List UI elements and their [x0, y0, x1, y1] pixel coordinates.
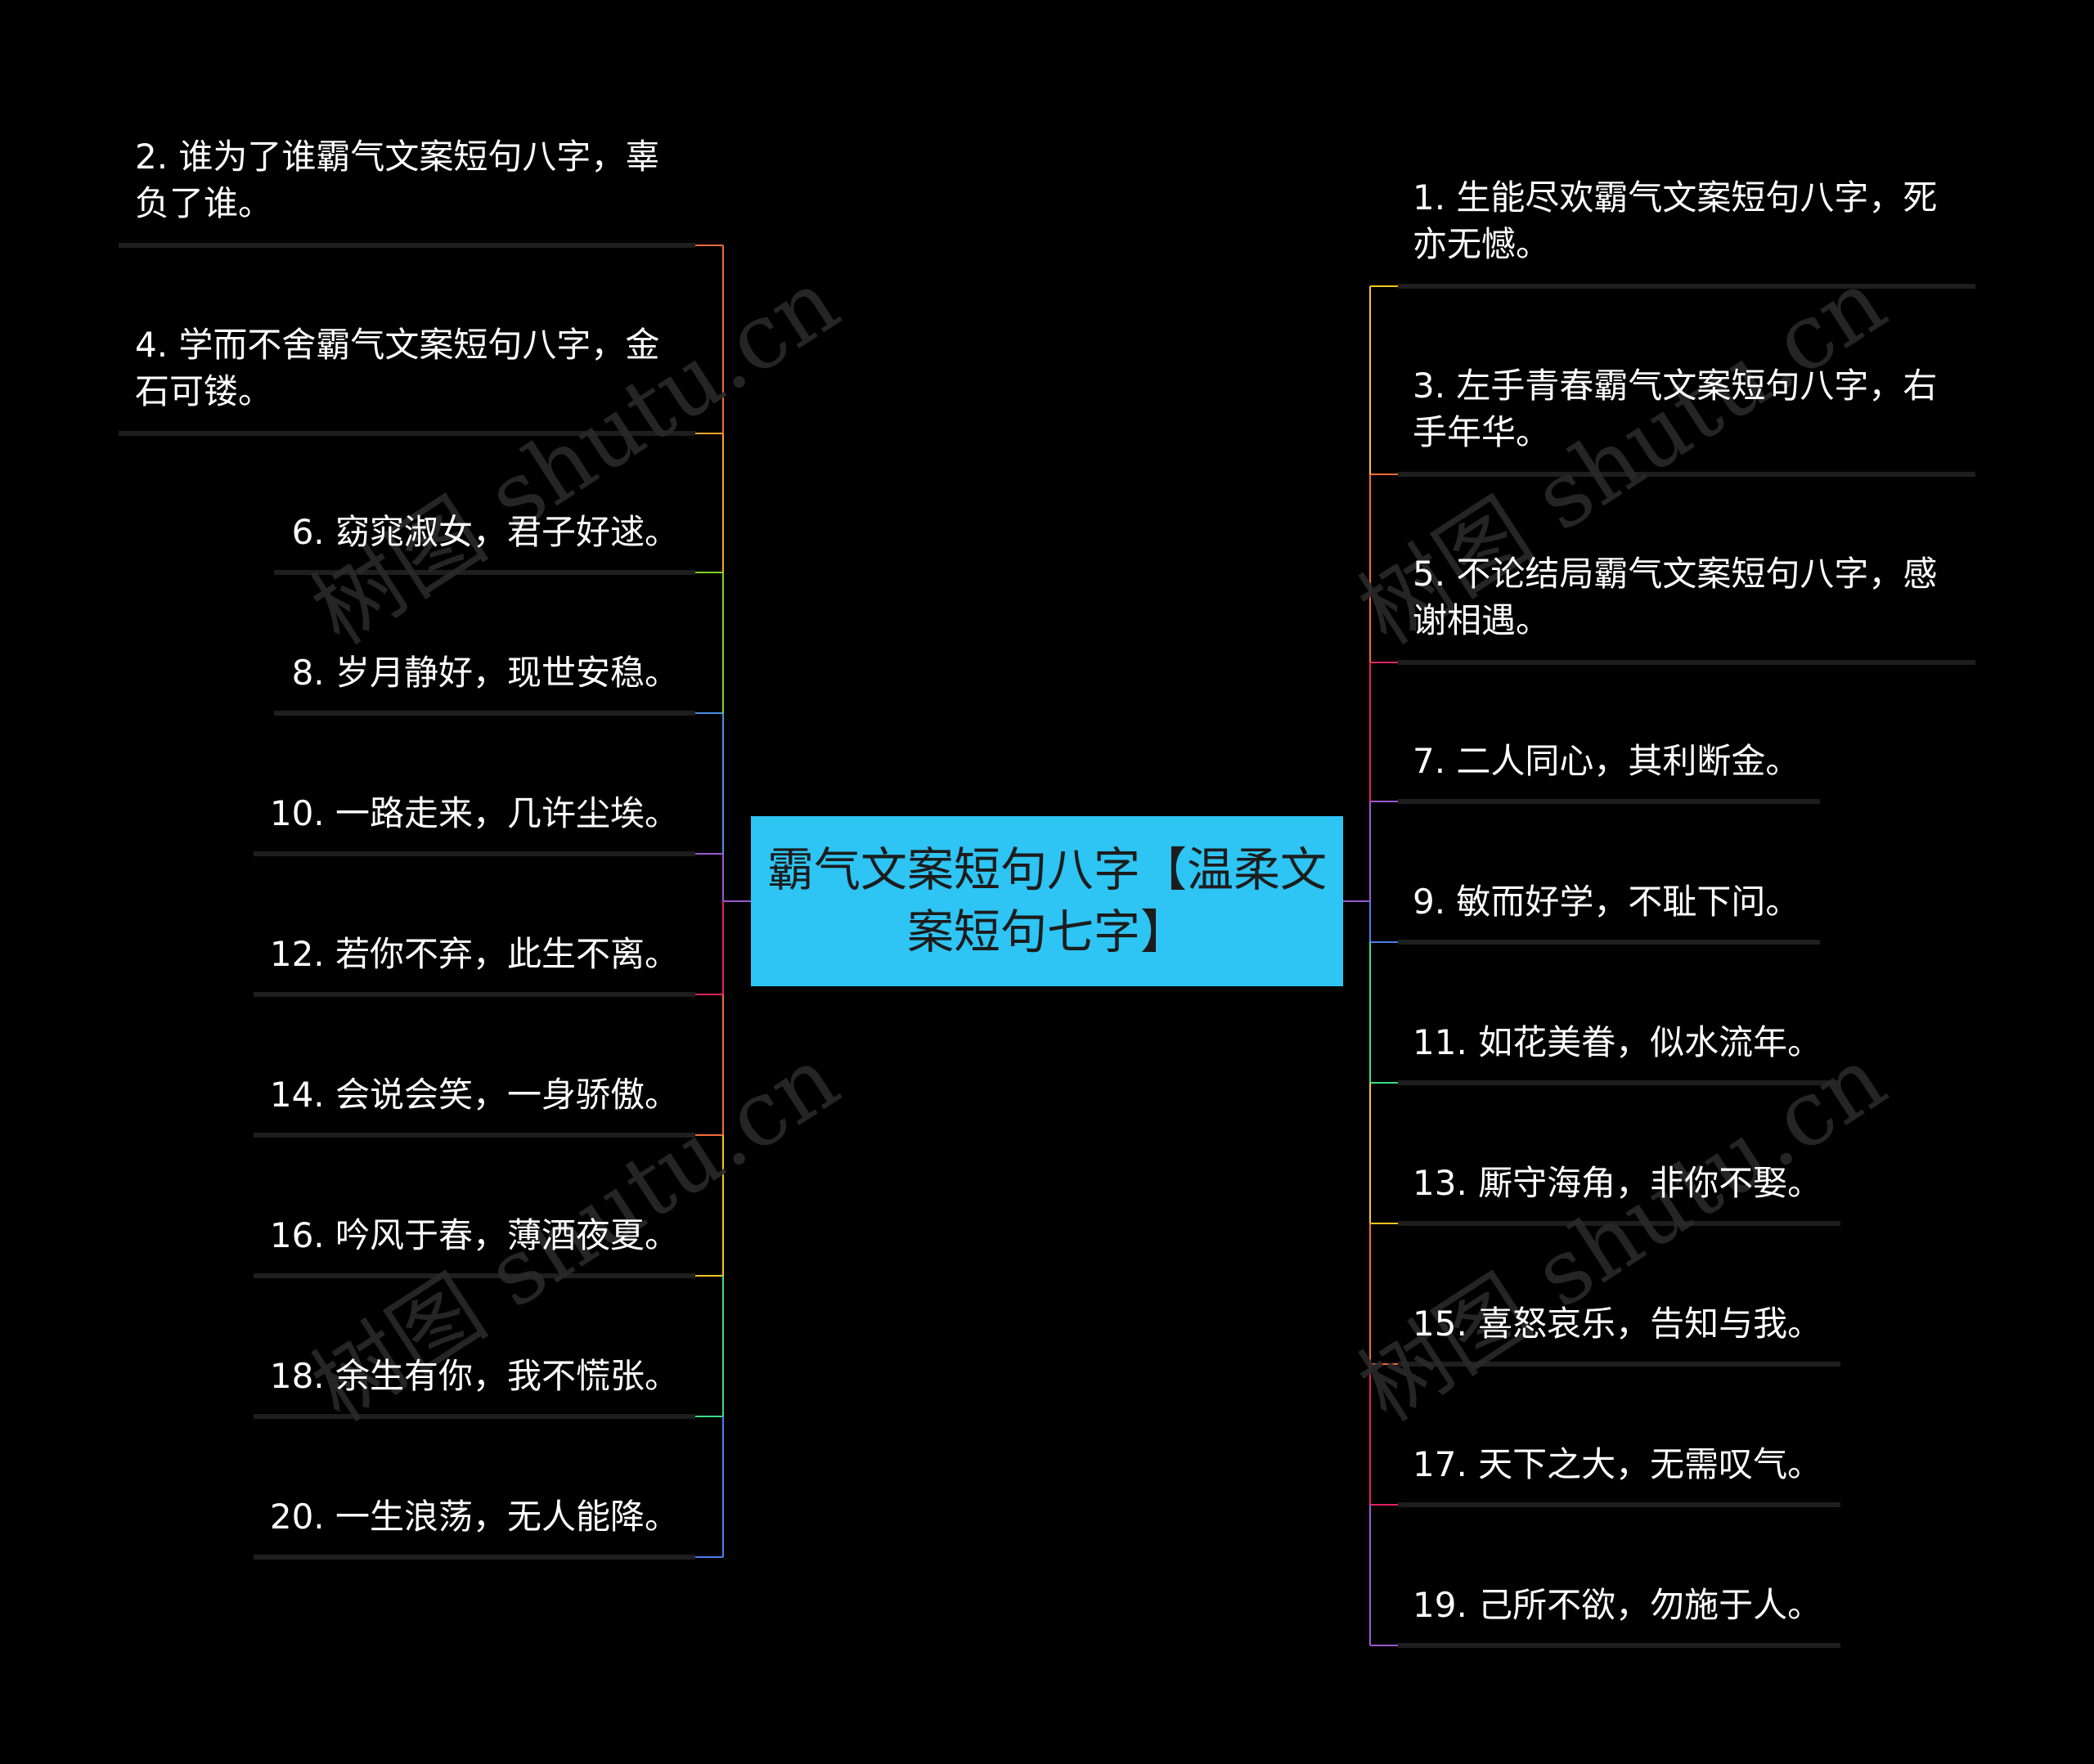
left-branch-node[interactable]: 12. 若你不弃，此生不离。	[254, 921, 679, 986]
left-branch-node[interactable]: 20. 一生浪荡，无人能降。	[254, 1483, 679, 1549]
right-branch-node[interactable]: 7. 二人同心，其利断金。	[1413, 728, 1816, 793]
right-branch-label: 11. 如花美眷，似水流年。	[1413, 1021, 1822, 1062]
right-branch-label: 13. 厮守海角，非你不娶。	[1413, 1162, 1822, 1203]
right-branch-node[interactable]: 13. 厮守海角，非你不娶。	[1413, 1150, 1836, 1215]
left-branch-label: 6. 窈窕淑女，君子好逑。	[291, 511, 679, 552]
right-branch-label: 5. 不论结局霸气文案短句八字，感谢相遇。	[1413, 554, 1938, 640]
left-branch-node[interactable]: 4. 学而不舍霸气文案短句八字，金石可镂。	[135, 311, 679, 425]
left-branch-node[interactable]: 8. 岁月静好，现世安稳。	[274, 640, 679, 705]
right-branch-node[interactable]: 5. 不论结局霸气文案短句八字，感谢相遇。	[1413, 540, 1963, 654]
left-branch-node[interactable]: 2. 谁为了谁霸气文案短句八字，辜负了谁。	[135, 123, 679, 237]
right-branch-node[interactable]: 11. 如花美眷，似水流年。	[1413, 1009, 1836, 1075]
central-topic-node[interactable]: 霸气文案短句八字【温柔文案短句七字】	[751, 816, 1343, 986]
left-branch-label: 18. 余生有你，我不慌张。	[269, 1355, 679, 1396]
left-branch-label: 4. 学而不舍霸气文案短句八字，金石可镂。	[135, 325, 660, 411]
right-branch-label: 7. 二人同心，其利断金。	[1413, 740, 1800, 781]
right-branch-label: 17. 天下之大，无需叹气。	[1413, 1443, 1822, 1484]
right-branch-label: 3. 左手青春霸气文案短句八字，右手年华。	[1413, 366, 1938, 452]
left-branch-label: 8. 岁月静好，现世安稳。	[291, 652, 679, 693]
central-topic-title: 霸气文案短句八字【温柔文案短句七字】	[767, 843, 1327, 959]
right-branch-node[interactable]: 9. 敏而好学，不耻下问。	[1413, 869, 1816, 934]
left-branch-node[interactable]: 16. 吟风于春，薄酒夜夏。	[254, 1202, 679, 1268]
right-branch-node[interactable]: 19. 己所不欲，勿施于人。	[1413, 1572, 1836, 1637]
right-branch-node[interactable]: 15. 喜怒哀乐，告知与我。	[1413, 1290, 1836, 1356]
left-branch-node[interactable]: 10. 一路走来，几许尘埃。	[254, 780, 679, 846]
left-branch-label: 2. 谁为了谁霸气文案短句八字，辜负了谁。	[135, 137, 660, 223]
left-branch-label: 14. 会说会笑，一身骄傲。	[269, 1074, 679, 1115]
right-branch-label: 1. 生能尽欢霸气文案短句八字，死亦无憾。	[1413, 177, 1938, 264]
left-branch-label: 12. 若你不弃，此生不离。	[269, 933, 679, 974]
left-branch-node[interactable]: 6. 窈窕淑女，君子好逑。	[274, 499, 679, 564]
right-branch-label: 19. 己所不欲，勿施于人。	[1413, 1584, 1822, 1625]
right-branch-label: 9. 敏而好学，不耻下问。	[1413, 881, 1800, 922]
left-branch-label: 20. 一生浪荡，无人能降。	[269, 1496, 679, 1537]
right-branch-node[interactable]: 17. 天下之大，无需叹气。	[1413, 1431, 1836, 1497]
left-branch-label: 16. 吟风于春，薄酒夜夏。	[269, 1214, 679, 1255]
left-branch-node[interactable]: 18. 余生有你，我不慌张。	[254, 1343, 679, 1408]
left-branch-node[interactable]: 14. 会说会笑，一身骄傲。	[254, 1062, 679, 1127]
right-branch-label: 15. 喜怒哀乐，告知与我。	[1413, 1303, 1822, 1344]
right-branch-node[interactable]: 3. 左手青春霸气文案短句八字，右手年华。	[1413, 352, 1963, 466]
right-branch-node[interactable]: 1. 生能尽欢霸气文案短句八字，死亦无憾。	[1413, 164, 1963, 278]
left-branch-label: 10. 一路走来，几许尘埃。	[269, 792, 679, 833]
